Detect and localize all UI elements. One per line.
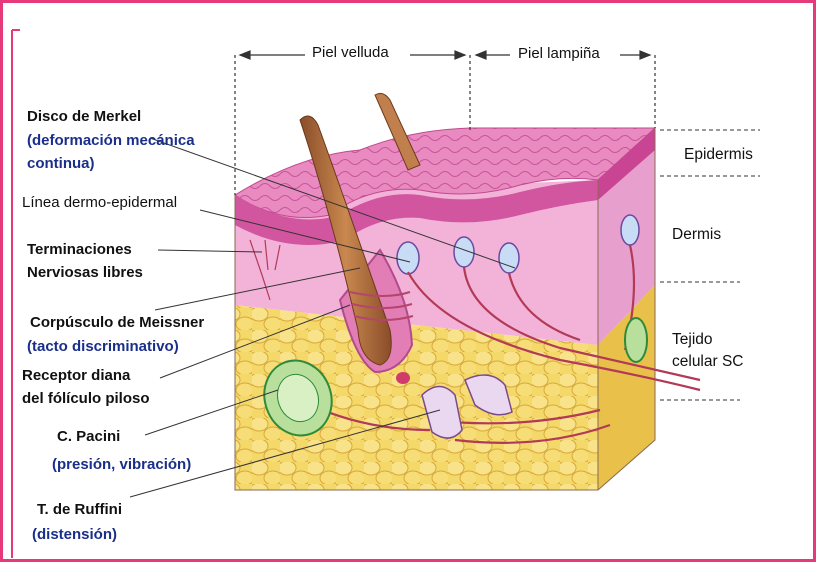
hair-receptor-2: del fólículo piloso — [22, 389, 150, 409]
ruffini-name: T. de Ruffini — [37, 500, 122, 520]
pacini-desc: (presión, vibración) — [52, 455, 191, 475]
ruffini-desc: (distensión) — [32, 525, 117, 545]
pacini-name: C. Pacini — [57, 427, 120, 447]
hair-receptor-1: Receptor diana — [22, 366, 130, 386]
meissner-desc: (tacto discriminativo) — [27, 337, 179, 357]
glabrous-skin-label: Piel lampiña — [518, 44, 600, 64]
free-endings-2: Nerviosas libres — [27, 263, 143, 283]
meissner-name: Corpúsculo de Meissner — [30, 313, 204, 333]
hairy-skin-label: Piel velluda — [312, 43, 389, 63]
subcutaneous-label-2: celular SC — [672, 352, 744, 372]
merkel-desc-2: continua) — [27, 154, 95, 174]
epidermis-label: Epidermis — [684, 145, 753, 165]
merkel-name: Disco de Merkel — [27, 107, 141, 127]
dermo-epidermal-label: Línea dermo-epidermal — [22, 193, 177, 213]
merkel-desc-1: (deformación mecánica — [27, 131, 195, 151]
pacini-corpuscle-side — [625, 318, 647, 362]
dermis-label: Dermis — [672, 225, 721, 245]
free-endings-1: Terminaciones — [27, 240, 132, 260]
hair-bulb — [396, 372, 410, 384]
subcutaneous-label-1: Tejido — [672, 330, 713, 350]
